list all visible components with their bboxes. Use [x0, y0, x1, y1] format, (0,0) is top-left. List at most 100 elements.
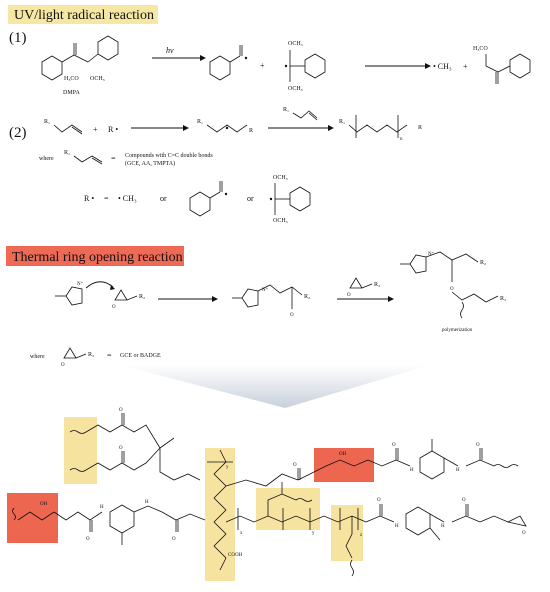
step-2-number: (2)	[9, 125, 27, 141]
definition-line-2: (GCE, AA, TMPTA)	[125, 160, 175, 167]
r-radical-or-1: or	[160, 194, 167, 203]
over-arrow-r2: R₂	[374, 282, 380, 288]
r-benzoyl-option	[189, 181, 228, 217]
epoxide-over-arrow: O R₂	[347, 277, 380, 298]
right-h-2: H	[441, 524, 445, 529]
thermal-where-definition: GCE or BADGE	[120, 353, 161, 359]
where-label-1: where	[39, 156, 54, 162]
upper-ester-o: O	[293, 463, 297, 468]
thermal-section-banner	[6, 246, 184, 266]
ome-bottom: OCH₃	[288, 86, 303, 92]
methyl-radical: • CH₃	[433, 62, 452, 71]
r-radical-def: R •	[84, 194, 94, 203]
r-radical-ch3: • CH₃	[118, 194, 137, 203]
product-polymerization: polymerization	[442, 328, 473, 333]
tmpta-o-1: O	[119, 408, 123, 413]
product-r2-top: R₂	[480, 260, 486, 266]
uv-section-banner	[8, 5, 158, 24]
epoxide-r2: R₂	[139, 294, 145, 300]
definition-line-1: Compounds with C=C double bonds	[125, 153, 213, 159]
epoxide-o: O	[112, 305, 116, 310]
right-carbamate-o: O	[377, 498, 381, 503]
product-r2-bottom: R₂	[500, 296, 506, 302]
cooh-label: COOH	[228, 553, 243, 558]
dmpa-label: DMPA	[63, 90, 80, 96]
thermal-where-o: O	[61, 363, 65, 368]
right-carbamate-o-2: O	[462, 498, 466, 503]
thermal-where: where	[30, 354, 45, 360]
ome-top: OCH₃	[288, 41, 303, 47]
block-x-label: x	[240, 531, 243, 536]
polymer-chain: R₁ n R	[339, 115, 422, 142]
product-o: O	[450, 287, 454, 292]
r-ome-top: OCH₃	[273, 175, 288, 181]
polymer-n: n	[400, 137, 403, 142]
dimethoxybenzyl-radical: OCH₃ OCH₃	[284, 41, 326, 92]
lower-oh: OH	[40, 502, 48, 507]
r-radical-equals: =	[104, 194, 109, 203]
intermediate-o: O	[290, 313, 294, 318]
methyl-benzoate-h3co: H₃CO	[473, 46, 488, 52]
r-dimethoxybenzyl-option: OCH₃ OCH₃	[269, 175, 311, 224]
step1-plus: +	[260, 61, 265, 70]
block-y-label: y	[312, 531, 315, 536]
polymerization-product: N⁺ R₂ O R₂ polymerization	[400, 251, 506, 333]
polymer-r: R	[418, 125, 422, 131]
product-n-plus: N⁺	[428, 251, 435, 257]
polymer-r1: R₁	[339, 119, 345, 125]
lower-carbamate-o: O	[86, 537, 90, 542]
epoxide-reactant: O R₂	[112, 289, 145, 310]
step2-r-radical: R •	[108, 125, 118, 134]
step2-r1: R₁	[44, 119, 50, 125]
step2-plus: +	[93, 125, 98, 134]
epoxide-end-o: O	[522, 531, 526, 536]
propagating-radical: R₁ R	[197, 119, 253, 134]
dmpa-structure: H₃CO OCH₃ DMPA	[41, 35, 119, 96]
lower-h: H	[100, 505, 104, 510]
methyl-benzoate: H₃CO	[473, 46, 531, 84]
imidazole-n-plus: N⁺	[77, 281, 84, 287]
upper-h-2: H	[456, 468, 460, 473]
dmpa-och3: OCH₃	[90, 76, 105, 82]
radical-r: R	[249, 128, 253, 134]
arrow-monomer-r1: R₁	[283, 107, 289, 113]
intermediate-n-plus: N⁺	[262, 287, 269, 293]
radical-r1: R₁	[197, 119, 203, 125]
thermal-where-r2: R₂	[88, 352, 94, 358]
highlight-middle-block	[256, 488, 320, 530]
r-radical-or-2: or	[247, 194, 254, 203]
tmpta-o-2: O	[119, 446, 123, 451]
hv-label: hv	[166, 46, 174, 55]
upper-carbamate-o: O	[392, 443, 396, 448]
r-ome-bottom: OCH₃	[273, 218, 288, 224]
block-z-label: z	[360, 533, 363, 538]
backbone-y-label: y	[226, 465, 229, 470]
upper-carbamate-o-2: O	[476, 443, 480, 448]
thermal-where-equals: =	[107, 351, 112, 360]
upper-oh: OH	[339, 452, 347, 457]
highlight-red-left	[7, 493, 58, 543]
highlight-tmpta-left	[64, 417, 97, 484]
highlight-red-right	[314, 448, 374, 482]
monomer-over-arrow: R₁	[283, 107, 318, 121]
dmpa-h3co: H₃CO	[64, 76, 79, 82]
uv-section-title: UV/light radical reaction	[14, 8, 154, 23]
lower-h-2: H	[145, 500, 149, 505]
over-arrow-epoxide-o: O	[347, 293, 351, 298]
step1-plus-2: +	[463, 62, 468, 71]
where-r1: R₁	[64, 150, 70, 156]
intermediate-r2: R₂	[304, 294, 310, 300]
funnel-connector	[120, 365, 430, 408]
where-vinyl: R₁	[64, 150, 103, 165]
vinyl-monomer: R₁	[44, 119, 83, 135]
thermal-where-epoxide: O R₂	[61, 347, 94, 368]
network-structure: O O y COOH O OH O H H O	[12, 408, 527, 577]
upper-h: H	[410, 468, 414, 473]
right-h: H	[395, 524, 399, 529]
ring-opened-intermediate: N⁺ O R₂	[232, 284, 310, 318]
benzoyl-radical	[209, 45, 248, 81]
thermal-section-title: Thermal ring opening reaction	[12, 250, 183, 265]
step-1-number: (1)	[9, 30, 27, 46]
highlight-backbone-center	[205, 448, 235, 581]
